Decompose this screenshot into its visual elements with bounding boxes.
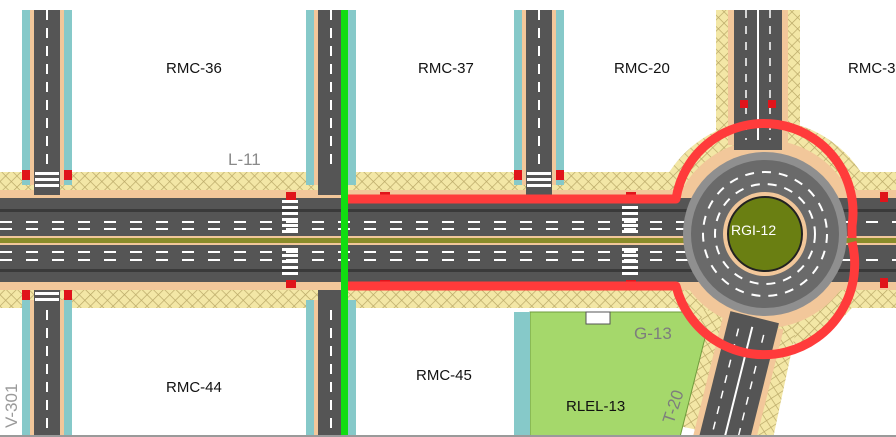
roundabout-lane-dash-inner [714, 183, 816, 285]
park-curb [514, 312, 530, 437]
lane-divider-south [0, 269, 896, 272]
cross-street-1-north [22, 10, 72, 195]
roundabout-lane-dash-outer [702, 171, 828, 297]
highlight-route-south [348, 240, 860, 360]
buffer-north [0, 190, 896, 198]
parcel-label-rmc44: RMC-44 [166, 379, 222, 396]
street-label-l11: L-11 [228, 150, 261, 169]
lane-divider-north [0, 209, 896, 212]
roundabout-label-rgi12: RGI-12 [731, 222, 777, 238]
street-label-v301: V-301 [2, 383, 21, 428]
parcel-label-rmc20: RMC-20 [614, 60, 670, 77]
park-marker [585, 311, 611, 325]
avenue-median-core [0, 238, 896, 243]
highlight-route-north [348, 118, 858, 238]
parcel-label-rmc45: RMC-45 [416, 367, 472, 384]
cross-street-3-north [514, 10, 564, 195]
roundabout-island-core [727, 196, 803, 272]
highlight-green-axis [341, 10, 348, 437]
parcel-label-rmc36: RMC-36 [166, 60, 222, 77]
cross-street-2-north [306, 10, 356, 195]
parcel-label-rlel13: RLEL-13 [566, 398, 626, 415]
parcel-label-rmc3: RMC-3 [848, 60, 896, 77]
parcel-label-rmc37: RMC-37 [418, 60, 474, 77]
cross-street-1-south [22, 290, 72, 437]
street-label-g13: G-13 [634, 324, 672, 343]
cross-street-2-south [306, 290, 356, 437]
